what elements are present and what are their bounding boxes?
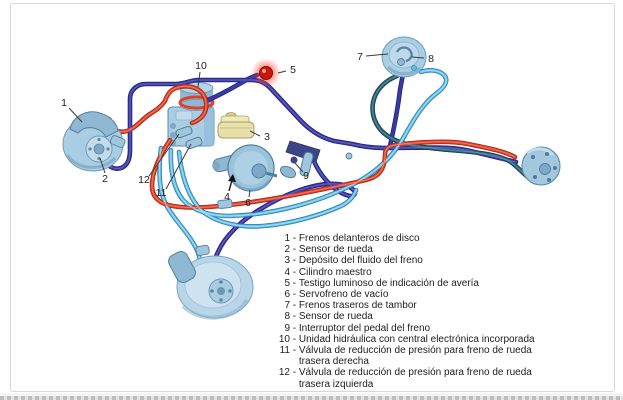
- callout-9: 9: [303, 170, 309, 182]
- front-right-disc-brake: [168, 244, 254, 320]
- legend-item: 4 - Cilindro maestro: [284, 266, 372, 278]
- content-frame: [10, 3, 615, 392]
- legend-item: 12 - Válvula de reducción de presión par…: [278, 367, 532, 390]
- callout-7: 7: [357, 51, 363, 63]
- callout-5: 5: [290, 64, 296, 76]
- callout-12: 12: [138, 174, 150, 186]
- legend-item: 5 - Testigo luminoso de indicación de av…: [284, 277, 479, 289]
- legend-item: 8 - Sensor de rueda: [284, 311, 373, 323]
- callout-lines: [68, 53, 425, 198]
- callout-3: 3: [264, 131, 270, 143]
- hydraulic-unit: [167, 82, 215, 147]
- callout-8: 8: [428, 53, 434, 65]
- rear-right-drum: [521, 146, 561, 186]
- legend-item: 1 - Frenos delanteros de disco: [284, 233, 420, 244]
- pedal-assembly: [279, 140, 353, 179]
- legend-item: 9 - Interruptor del pedal del freno: [284, 322, 431, 334]
- callout-2: 2: [102, 173, 108, 185]
- rear-wheel-sensor: [397, 58, 405, 66]
- legend-item: 6 - Servofreno de vacío: [284, 289, 389, 301]
- pedal-switch: [290, 156, 298, 164]
- rear-drum-brake: [381, 36, 427, 78]
- footer-texture: [0, 396, 623, 400]
- callout-11: 11: [155, 187, 167, 199]
- arrow-4-head: [228, 174, 236, 182]
- sensor-wire-rear: [388, 72, 405, 148]
- brake-fluid-reservoir: [217, 112, 255, 139]
- legend-item: 2 - Sensor de rueda: [284, 244, 373, 256]
- arrow-4-shaft: [228, 179, 233, 192]
- legend-item: 11 - Válvula de reducción de presión par…: [279, 345, 532, 368]
- vacuum-servo: [212, 144, 278, 192]
- callout-4: 4: [224, 191, 230, 203]
- callout-10: 10: [195, 60, 207, 72]
- legend-item: 10 - Unidad hidráulica con central elect…: [278, 333, 535, 345]
- footer-gap: [0, 393, 623, 396]
- callout-1: 1: [61, 97, 67, 109]
- callout-6: 6: [245, 197, 251, 209]
- front-left-disc-brake: [62, 111, 126, 172]
- legend-item: 3 - Depósito del fluido del freno: [284, 255, 423, 267]
- legend-item: 7 - Frenos traseros de tambor: [284, 300, 417, 312]
- warning-light: [251, 58, 281, 88]
- line-connector: [217, 199, 233, 209]
